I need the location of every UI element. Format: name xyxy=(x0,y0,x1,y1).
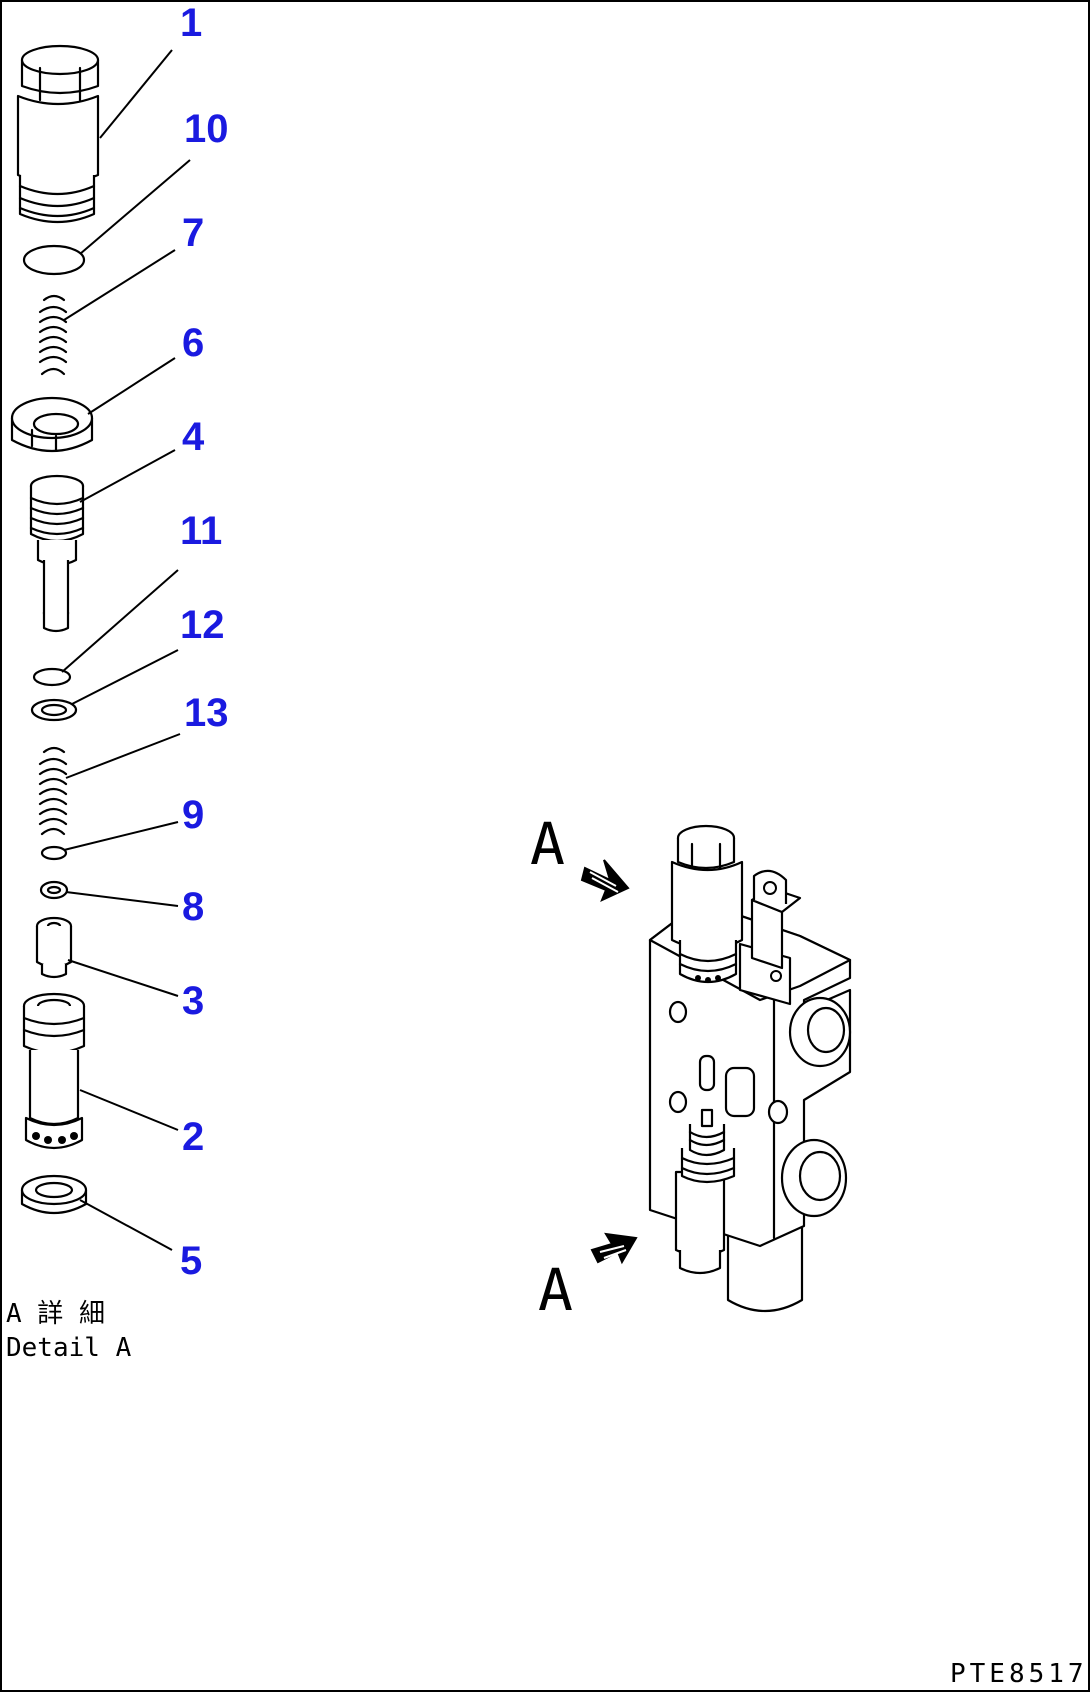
part-2-sleeve xyxy=(22,992,86,1150)
callout-9: 9 xyxy=(182,793,204,837)
callout-1: 1 xyxy=(180,1,202,45)
view-label-bottom: A xyxy=(538,1256,573,1324)
part-7-spring xyxy=(38,294,68,376)
callout-5: 5 xyxy=(180,1239,202,1283)
leader-lines xyxy=(61,49,191,1251)
callout-4: 4 xyxy=(182,415,205,459)
callout-3: 3 xyxy=(182,979,204,1023)
drawing-code: PTE8517 xyxy=(950,1659,1088,1689)
part-1-plug xyxy=(16,44,100,224)
callout-2: 2 xyxy=(182,1115,204,1159)
callout-7: 7 xyxy=(182,211,204,255)
callout-8: 8 xyxy=(182,885,204,929)
part-9-ring xyxy=(40,845,68,861)
part-3-poppet xyxy=(35,916,73,979)
exploded-view xyxy=(10,44,100,1214)
part-4-piston xyxy=(29,474,85,633)
view-arrow-bottom xyxy=(590,1232,638,1265)
callout-6: 6 xyxy=(182,321,204,365)
part-12-backup-ring xyxy=(30,698,78,722)
part-6-seat xyxy=(10,396,94,453)
callout-12: 12 xyxy=(180,603,225,647)
view-arrow-top xyxy=(580,859,630,902)
callout-11: 11 xyxy=(180,509,222,553)
callout-13: 13 xyxy=(184,691,229,735)
part-13-spring xyxy=(38,746,68,836)
callouts: 1 10 7 6 4 11 12 13 9 8 3 2 5 xyxy=(180,1,229,1283)
detail-caption-jp: A 詳 細 xyxy=(6,1299,105,1329)
part-5-ring xyxy=(20,1174,88,1214)
callout-10: 10 xyxy=(184,107,229,151)
detail-caption-en: Detail A xyxy=(6,1333,132,1363)
valve-assembly xyxy=(648,824,852,1313)
part-8-seat xyxy=(39,880,69,900)
view-label-top: A xyxy=(530,810,565,878)
part-11-o-ring xyxy=(32,667,72,687)
part-10-o-ring xyxy=(22,244,86,276)
